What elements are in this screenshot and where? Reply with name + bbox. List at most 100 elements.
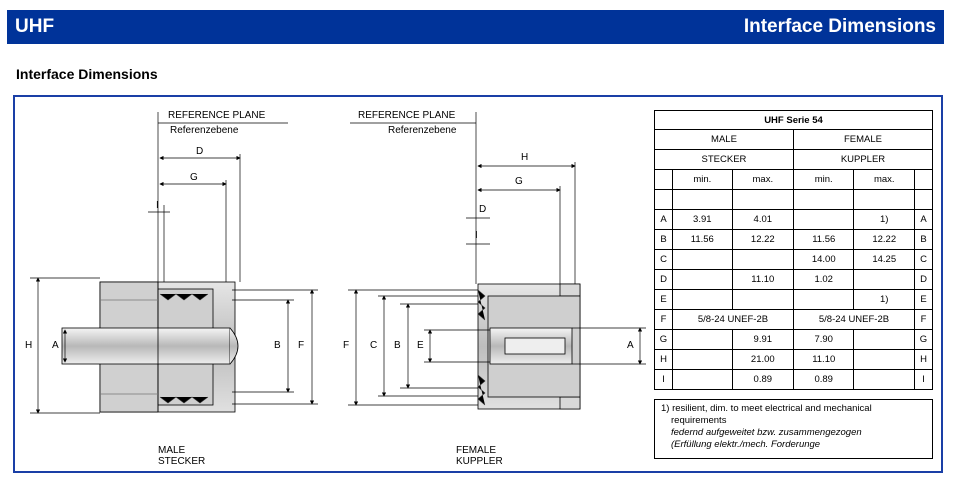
note-line-4: (Erfüllung elektr./mech. Forderunge bbox=[671, 439, 821, 450]
table-cell: 3.91 bbox=[672, 209, 733, 230]
table-cell: 14.25 bbox=[853, 249, 915, 270]
female-header: FEMALE bbox=[792, 129, 934, 150]
male-min-header: min. bbox=[672, 169, 733, 190]
ref-plane-label-left: REFERENCE PLANE bbox=[168, 110, 266, 121]
table-cell: D bbox=[914, 269, 933, 290]
female-dim-d: D bbox=[479, 204, 487, 215]
female-dim-g: G bbox=[515, 176, 523, 187]
table-cell: 0.89 bbox=[731, 369, 794, 390]
blank-cell bbox=[654, 189, 673, 210]
table-cell: 5/8-24 UNEF-2B bbox=[792, 309, 916, 330]
male-header-de: STECKER bbox=[654, 149, 794, 170]
table-cell bbox=[853, 369, 915, 390]
table-cell: E bbox=[914, 289, 933, 310]
table-cell bbox=[792, 209, 855, 230]
note-line-3: federnd aufgeweitet bzw. zusammengezogen bbox=[671, 427, 862, 438]
table-cell: 14.00 bbox=[792, 249, 855, 270]
table-cell: H bbox=[914, 349, 933, 370]
female-connector bbox=[477, 283, 581, 410]
note-line-1: 1) resilient, dim. to meet electrical an… bbox=[661, 403, 872, 414]
male-header: MALE bbox=[654, 129, 794, 150]
blank-cell bbox=[792, 189, 855, 210]
male-max-header: max. bbox=[731, 169, 794, 190]
male-caption-en: MALE bbox=[158, 445, 186, 456]
table-cell: 11.56 bbox=[792, 229, 855, 250]
table-cell bbox=[672, 329, 733, 350]
table-cell: D bbox=[654, 269, 673, 290]
table-cell: 11.10 bbox=[731, 269, 794, 290]
table-cell: B bbox=[654, 229, 673, 250]
table-title: UHF Serie 54 bbox=[654, 110, 933, 130]
table-cell bbox=[853, 329, 915, 350]
drawing-frame bbox=[13, 95, 943, 473]
section-title: Interface Dimensions bbox=[743, 16, 936, 37]
blank-cell bbox=[654, 169, 673, 190]
table-cell: G bbox=[654, 329, 673, 350]
table-cell: 1) bbox=[853, 209, 915, 230]
connector-series-title: UHF bbox=[15, 16, 55, 37]
male-dim-h: H bbox=[25, 340, 33, 351]
table-cell: 11.56 bbox=[672, 229, 733, 250]
table-cell: A bbox=[914, 209, 933, 230]
table-cell: C bbox=[654, 249, 673, 270]
table-cell bbox=[853, 269, 915, 290]
table-cell bbox=[672, 289, 733, 310]
table-cell: B bbox=[914, 229, 933, 250]
table-cell: H bbox=[654, 349, 673, 370]
table-cell: 5/8-24 UNEF-2B bbox=[672, 309, 794, 330]
table-cell: I bbox=[914, 369, 933, 390]
table-cell: 1) bbox=[853, 289, 915, 310]
table-cell: 11.10 bbox=[792, 349, 855, 370]
blank-cell bbox=[731, 189, 794, 210]
title-bar: UHF Interface Dimensions bbox=[7, 10, 944, 44]
table-cell bbox=[672, 249, 733, 270]
blank-cell bbox=[672, 189, 733, 210]
male-dim-f: F bbox=[298, 340, 305, 351]
table-cell: C bbox=[914, 249, 933, 270]
table-cell bbox=[731, 289, 794, 310]
female-caption: FEMALE KUPPLER bbox=[456, 445, 503, 467]
male-caption-de: STECKER bbox=[158, 456, 206, 467]
table-cell bbox=[731, 249, 794, 270]
table-cell: I bbox=[654, 369, 673, 390]
female-dim-h: H bbox=[521, 152, 529, 163]
table-notes: 1) resilient, dim. to meet electrical an… bbox=[654, 399, 933, 459]
table-cell: F bbox=[914, 309, 933, 330]
ref-plane-label-right-de: Referenzebene bbox=[388, 125, 457, 136]
female-dim-e: E bbox=[417, 340, 424, 351]
table-cell: 0.89 bbox=[792, 369, 855, 390]
ref-plane-label-right: REFERENCE PLANE bbox=[358, 110, 456, 121]
female-caption-en: FEMALE bbox=[456, 445, 497, 456]
table-cell: F bbox=[654, 309, 673, 330]
table-cell bbox=[672, 369, 733, 390]
note-line-2: requirements bbox=[671, 415, 727, 426]
male-dim-a: A bbox=[52, 340, 59, 351]
male-dim-i: I bbox=[156, 200, 159, 211]
table-cell: 7.90 bbox=[792, 329, 855, 350]
table-cell: 12.22 bbox=[853, 229, 915, 250]
table-cell bbox=[792, 289, 855, 310]
blank-cell bbox=[914, 189, 933, 210]
male-dim-b: B bbox=[274, 340, 281, 351]
male-dim-g: G bbox=[190, 172, 198, 183]
female-header-de: KUPPLER bbox=[792, 149, 934, 170]
table-cell: E bbox=[654, 289, 673, 310]
ref-plane-label-left-de: Referenzebene bbox=[170, 125, 239, 136]
female-caption-de: KUPPLER bbox=[456, 456, 503, 467]
female-dim-f: F bbox=[343, 340, 350, 351]
female-max-header: max. bbox=[853, 169, 915, 190]
table-cell: G bbox=[914, 329, 933, 350]
table-cell: 4.01 bbox=[731, 209, 794, 230]
blank-cell bbox=[853, 189, 915, 210]
table-cell bbox=[853, 349, 915, 370]
male-dim-d: D bbox=[196, 146, 204, 157]
female-dim-b: B bbox=[394, 340, 401, 351]
female-dim-a: A bbox=[627, 340, 634, 351]
female-dim-i: I bbox=[475, 230, 478, 241]
